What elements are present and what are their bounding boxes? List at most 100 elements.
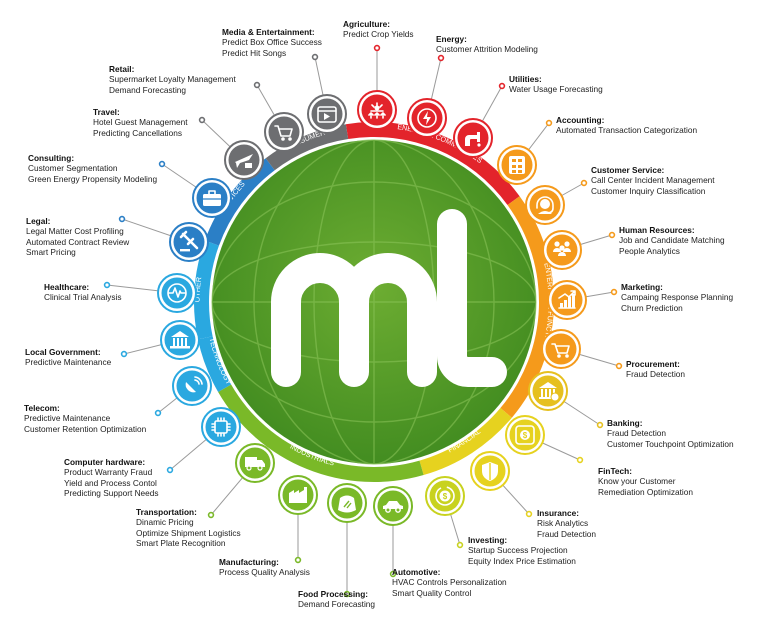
label-line-customer-service: Customer Inquiry Classification (591, 185, 706, 196)
label-title-marketing: Marketing: (621, 282, 663, 292)
label-line-procurement: Fraud Detection (626, 369, 686, 380)
faucet-icon (453, 118, 493, 158)
label-line-automotive: Smart Quality Control (392, 587, 472, 598)
label-title-telecom: Telecom: (24, 403, 60, 413)
leader-dot-local-government (120, 350, 128, 358)
label-utilities: Utilities:Water Usage Forecasting (509, 74, 603, 95)
bank-coin-icon (528, 371, 568, 411)
lightning-icon (407, 98, 447, 138)
ring-label-other: OTHER (192, 276, 203, 302)
label-line-transportation: Optimize Shipment Logistics (136, 527, 241, 538)
calculator-icon (497, 145, 537, 185)
label-line-food-processing: Demand Forecasting (298, 599, 376, 610)
label-line-telecom: Predictive Maintenance (24, 413, 111, 424)
gavel-icon (169, 222, 209, 262)
label-line-marketing: Campaing Response Planning (621, 292, 734, 303)
ring-segment-services (204, 158, 275, 246)
label-healthcare: Healthcare:Clinical Trial Analysis (44, 282, 121, 303)
label-customer-service: Customer Service:Call Center Incident Ma… (591, 165, 715, 196)
government-building-icon (160, 320, 200, 360)
label-title-local-government: Local Government: (25, 347, 101, 357)
label-line-investing: Startup Success Projection (468, 545, 568, 556)
shopping-cart-icon (264, 112, 304, 152)
growth-chart-icon (547, 280, 587, 320)
leader-dot-marketing (610, 288, 618, 296)
label-title-healthcare: Healthcare: (44, 282, 90, 292)
label-local-government: Local Government:Predictive Maintenance (25, 347, 111, 368)
leader-dot-utilities (498, 82, 506, 90)
ring-segment-financial (419, 408, 512, 476)
leader-dot-customer-service (580, 179, 588, 187)
label-line-consulting: Customer Segmentation (28, 163, 118, 174)
label-line-media-entertainment: Predict Hit Songs (222, 47, 287, 58)
label-line-consulting: Green Energy Propensity Modeling (28, 173, 158, 184)
label-line-retail: Supermarket Loyalty Management (109, 74, 236, 85)
label-line-energy: Customer Attrition Modeling (436, 44, 538, 55)
leader-dot-media-entertainment (311, 53, 319, 61)
airplane-icon (224, 140, 264, 180)
leader-dot-consulting (158, 160, 166, 168)
label-title-travel: Travel: (93, 107, 120, 117)
label-line-travel: Hotel Guest Management (93, 117, 188, 128)
label-line-customer-service: Call Center Incident Management (591, 175, 715, 186)
label-title-food-processing: Food Processing: (298, 589, 369, 599)
leader-dot-procurement (615, 362, 623, 370)
briefcase-icon (192, 178, 232, 218)
label-line-healthcare: Clinical Trial Analysis (44, 292, 122, 303)
leader-dot-retail (253, 81, 261, 89)
label-line-computer-hardware: Product Warranty Fraud (64, 467, 153, 478)
label-line-legal: Automated Contract Review (26, 236, 130, 247)
label-title-computer-hardware: Computer hardware: (64, 457, 146, 467)
label-line-legal: Smart Pricing (26, 247, 76, 258)
label-line-banking: Customer Touchpoint Optimization (607, 438, 734, 449)
label-line-fintech: Know your Customer (598, 476, 676, 487)
label-line-travel: Predicting Cancellations (93, 127, 183, 138)
label-title-media-entertainment: Media & Entertainment: (222, 27, 315, 37)
label-line-accounting: Automated Transaction Categorization (556, 125, 698, 136)
label-energy: Energy:Customer Attrition Modeling (436, 34, 538, 55)
cart-truck-icon (541, 329, 581, 369)
label-title-human-resources: Human Resources: (619, 225, 695, 235)
label-line-legal: Legal Matter Cost Profiling (26, 226, 124, 237)
truck-icon (235, 443, 275, 483)
label-title-utilities: Utilities: (509, 74, 542, 84)
label-title-manufacturing: Manufacturing: (219, 557, 279, 567)
factory-icon (278, 475, 318, 515)
label-line-automotive: HVAC Controls Personalization (392, 577, 507, 588)
label-title-accounting: Accounting: (556, 115, 605, 125)
ring-segment-other (194, 240, 219, 340)
label-title-automotive: Automotive: (392, 567, 441, 577)
label-procurement: Procurement:Fraud Detection (626, 359, 685, 380)
label-line-human-resources: Job and Candidate Matching (619, 235, 725, 246)
chip-icon (201, 407, 241, 447)
leader-dot-transportation (207, 511, 215, 519)
label-line-banking: Fraud Detection (607, 428, 667, 439)
coin-chip-icon: $ (505, 415, 545, 455)
label-line-human-resources: People Analytics (619, 245, 680, 256)
label-title-retail: Retail: (109, 64, 135, 74)
label-title-energy: Energy: (436, 34, 467, 44)
ring-segment-technology (197, 336, 232, 392)
leader-dot-banking (596, 421, 604, 429)
label-title-fintech: FinTech: (598, 466, 632, 476)
label-agriculture: Agriculture:Predict Crop Yields (343, 19, 414, 40)
ring-segment-industrials (218, 384, 424, 482)
leader-dot-agriculture (373, 44, 381, 52)
label-automotive: Automotive:HVAC Controls Personalization… (392, 567, 507, 598)
ml-logo (271, 209, 507, 387)
label-title-consulting: Consulting: (28, 153, 75, 163)
label-title-agriculture: Agriculture: (343, 19, 391, 29)
label-line-retail: Demand Forecasting (109, 84, 187, 95)
leader-dot-insurance (525, 510, 533, 518)
leader-dot-healthcare (103, 281, 111, 289)
label-line-marketing: Churn Prediction (621, 302, 683, 313)
